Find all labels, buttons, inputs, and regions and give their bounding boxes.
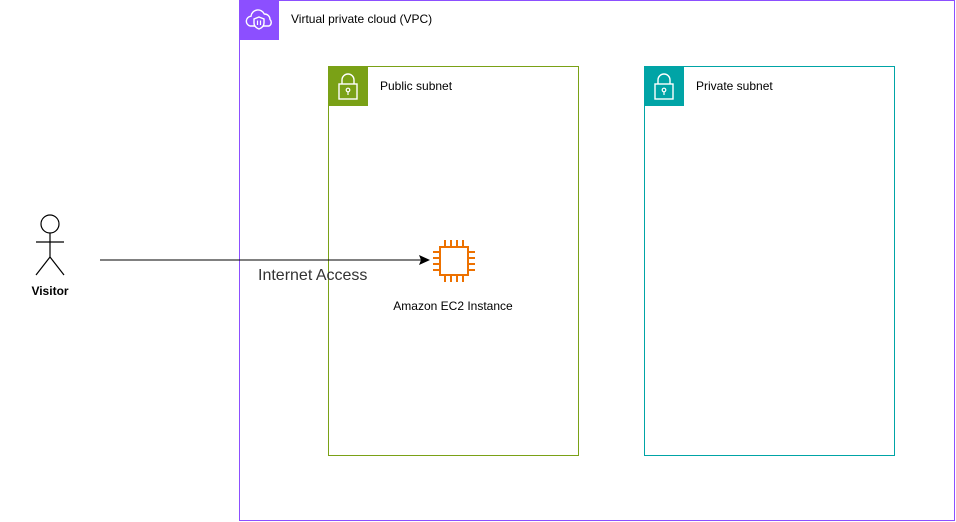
public-subnet-group bbox=[328, 66, 579, 456]
vpc-label: Virtual private cloud (VPC) bbox=[291, 12, 433, 26]
visitor-label: Visitor bbox=[31, 284, 69, 298]
public-subnet-lock-icon bbox=[328, 66, 368, 106]
vpc-group bbox=[239, 0, 955, 521]
public-subnet-label: Public subnet bbox=[380, 79, 453, 93]
vpc-cloud-icon bbox=[239, 0, 279, 40]
ec2-instance-label: Amazon EC2 Instance bbox=[393, 299, 513, 313]
private-subnet-label: Private subnet bbox=[696, 79, 773, 93]
ec2-chip-icon bbox=[431, 238, 477, 284]
stick-figure-icon bbox=[30, 213, 70, 277]
private-subnet-group bbox=[644, 66, 895, 456]
private-subnet-lock-icon bbox=[644, 66, 684, 106]
internet-access-label: Internet Access bbox=[258, 267, 368, 284]
